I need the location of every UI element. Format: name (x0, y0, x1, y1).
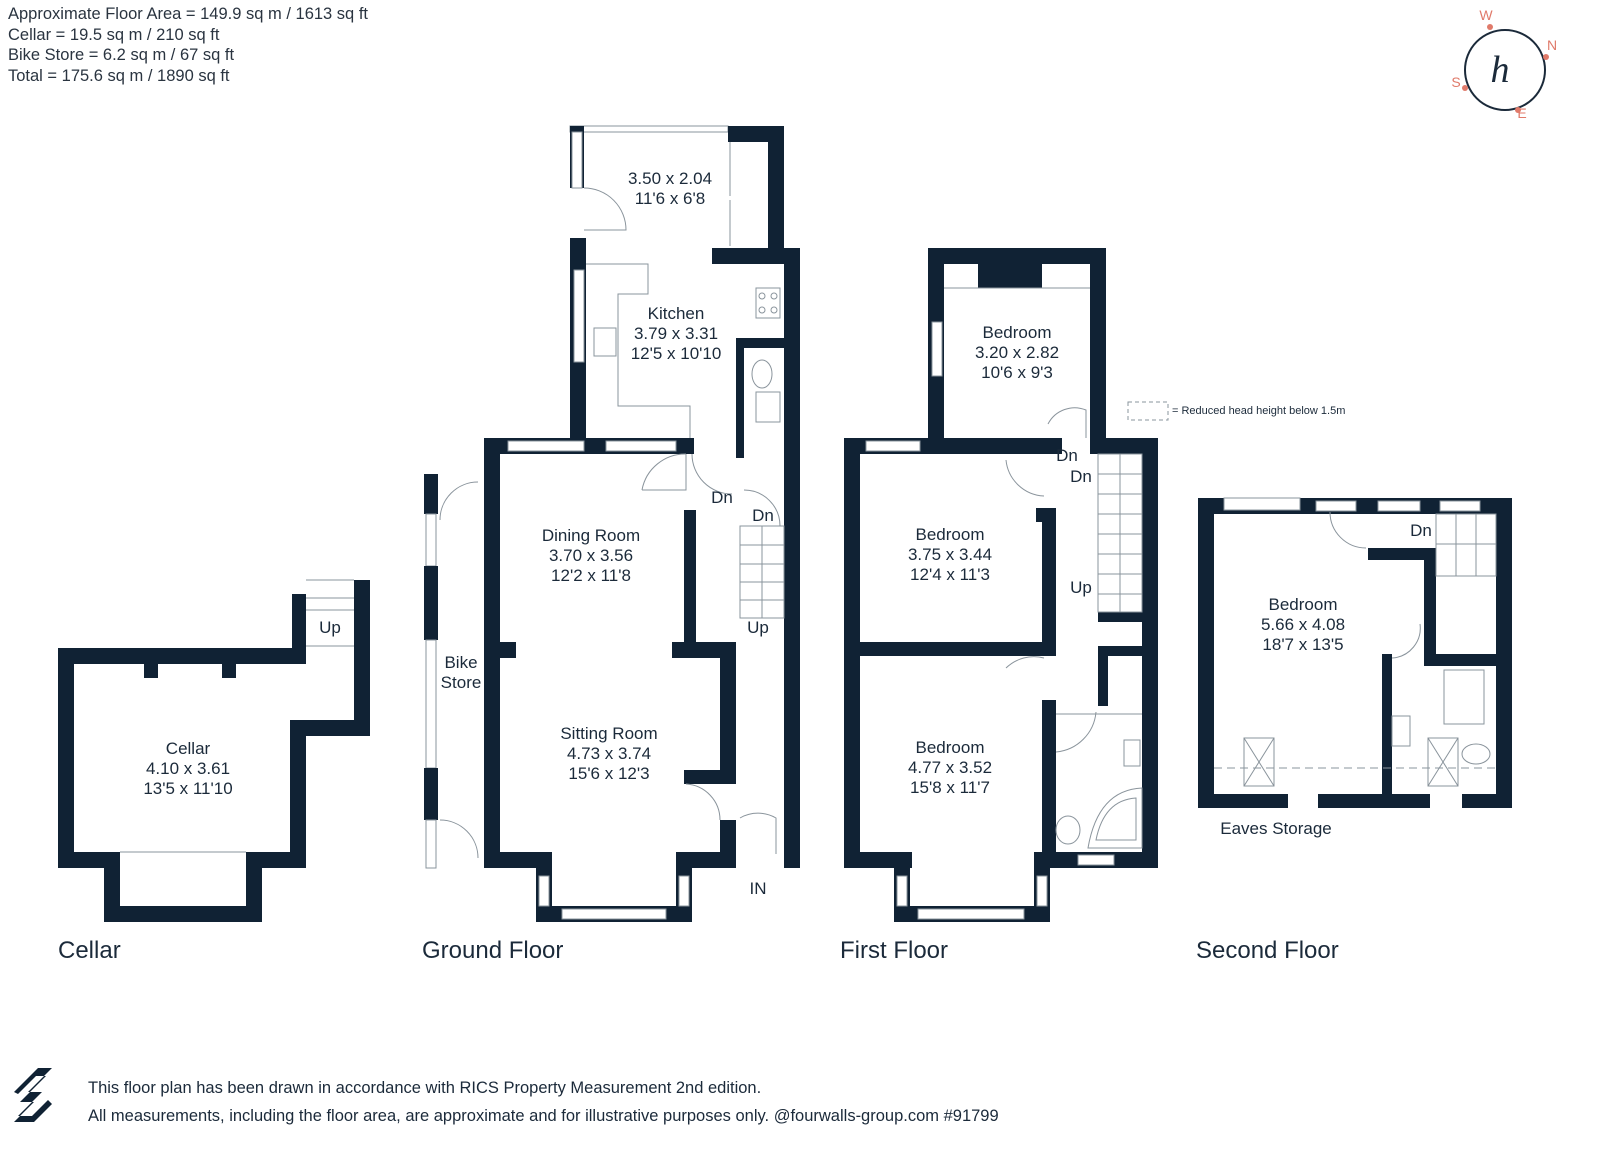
bed-mid-metric: 3.75 x 3.44 (908, 545, 992, 564)
dining-room-name: Dining Room (542, 526, 640, 545)
dining-room-metric: 3.70 x 3.56 (549, 546, 633, 565)
cellar-floor-title: Cellar (58, 937, 121, 964)
compass-e: E (1517, 105, 1526, 121)
footer-line-2: All measurements, including the floor ar… (88, 1107, 999, 1125)
total-area-text: Total = 175.6 sq m / 1890 sq ft (8, 66, 230, 85)
second-floor-title: Second Floor (1196, 937, 1339, 964)
first-up-label: Up (1070, 578, 1092, 597)
second-bedroom-name: Bedroom (1269, 595, 1338, 614)
bed-front-name: Bedroom (916, 738, 985, 757)
dining-room-imperial: 12'2 x 11'8 (551, 566, 631, 585)
cellar-room-imperial: 13'5 x 11'10 (143, 779, 232, 798)
ground-up-label: Up (747, 618, 769, 637)
sitting-room-name: Sitting Room (560, 724, 657, 743)
sitting-room-imperial: 15'6 x 12'3 (568, 764, 649, 783)
bed-mid-name: Bedroom (916, 525, 985, 544)
bike-store-label-2: Store (441, 673, 482, 692)
compass-icon: W N S E h (1451, 7, 1557, 121)
fourwalls-logo-icon (14, 1068, 52, 1122)
cellar-stair-label: Up (319, 618, 341, 637)
second-bedroom-metric: 5.66 x 4.08 (1261, 615, 1345, 634)
first-floor-title: First Floor (840, 937, 948, 964)
kitchen-name: Kitchen (648, 304, 705, 323)
bed-rear-metric: 3.20 x 2.82 (975, 343, 1059, 362)
second-floor-plan: Bedroom 5.66 x 4.08 18'7 x 13'5 Dn Eaves… (1196, 497, 1512, 964)
cellar-room-metric: 4.10 x 3.61 (146, 759, 230, 778)
legend: = Reduced head height below 1.5m (1127, 401, 1345, 421)
footer-disclaimer: This floor plan has been drawn in accord… (88, 1074, 999, 1130)
second-bedroom-imperial: 18'7 x 13'5 (1262, 635, 1343, 654)
ground-floor-title: Ground Floor (422, 937, 563, 964)
compass-n: N (1547, 37, 1557, 53)
bike-store-label-1: Bike (444, 653, 477, 672)
legend-swatch (1127, 401, 1169, 421)
ground-dn-label-2: Dn (752, 506, 774, 525)
first-floor-plan: Bedroom 3.20 x 2.82 10'6 x 9'3 (840, 248, 1158, 964)
bike-store-area-text: Bike Store = 6.2 sq m / 67 sq ft (8, 46, 235, 64)
legend-text: = Reduced head height below 1.5m (1172, 405, 1345, 417)
bed-rear-name: Bedroom (983, 323, 1052, 342)
kitchen-imperial: 12'5 x 10'10 (631, 344, 722, 363)
bed-mid-imperial: 12'4 x 11'3 (910, 565, 990, 584)
first-dn-label-1: Dn (1056, 446, 1078, 465)
entrance-label: IN (750, 879, 767, 898)
second-dn-label: Dn (1410, 521, 1432, 540)
utility-room-imperial: 11'6 x 6'8 (635, 189, 705, 208)
ground-dn-label-1: Dn (711, 488, 733, 507)
cellar-plan: Up Cellar 4.10 x 3.61 13'5 x 11'10 Cella… (58, 579, 370, 964)
sitting-room-metric: 4.73 x 3.74 (567, 744, 651, 763)
cellar-area-text: Cellar = 19.5 sq m / 210 sq ft (8, 25, 220, 44)
compass-s: S (1451, 74, 1460, 90)
first-dn-label-2: Dn (1070, 467, 1092, 486)
floor-area-text: Approximate Floor Area = 149.9 sq m / 16… (8, 5, 368, 23)
compass-logo-letter: h (1491, 49, 1510, 91)
footer-line-1: This floor plan has been drawn in accord… (88, 1079, 762, 1097)
compass-w: W (1479, 7, 1493, 23)
utility-room-metric: 3.50 x 2.04 (628, 169, 712, 188)
cellar-room-name: Cellar (166, 739, 211, 758)
area-summary: Approximate Floor Area = 149.9 sq m / 16… (8, 4, 368, 86)
bed-front-metric: 4.77 x 3.52 (908, 758, 992, 777)
kitchen-metric: 3.79 x 3.31 (634, 324, 718, 343)
ground-floor-plan: 3.50 x 2.04 11'6 x 6'8 Kitchen 3.79 x 3.… (422, 125, 800, 964)
bed-front-imperial: 15'8 x 11'7 (910, 778, 990, 797)
bed-rear-imperial: 10'6 x 9'3 (981, 363, 1053, 382)
eaves-storage-label: Eaves Storage (1220, 819, 1332, 838)
